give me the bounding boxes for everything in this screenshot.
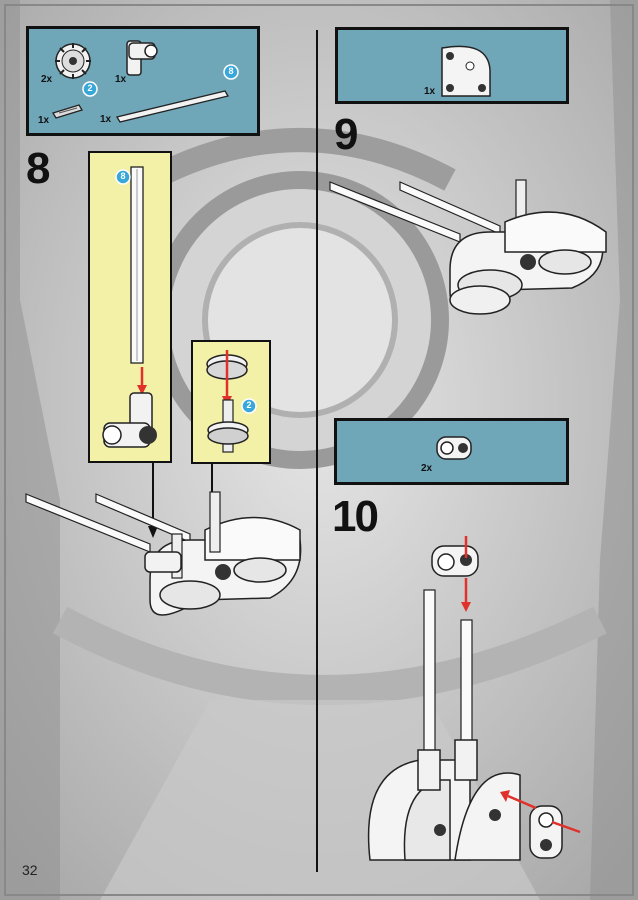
- page-number: 32: [22, 862, 38, 878]
- axle-8-icon: [115, 90, 230, 123]
- column-divider: [316, 30, 318, 872]
- step-8-callout-gear: 2: [191, 340, 271, 464]
- callout-gear-art: [206, 350, 257, 453]
- callout-length-badge-2: 2: [246, 400, 252, 410]
- step-9-number: 9: [334, 110, 359, 159]
- step-8-callout-axle: 8: [88, 151, 172, 463]
- qty-axle-2: 1x: [38, 115, 50, 126]
- quarter-round-beam-icon: [441, 45, 491, 97]
- qty-quarter-round-beam: 1x: [424, 86, 436, 97]
- qty-cross-block: 2x: [421, 463, 433, 474]
- cross-block-icon: [431, 545, 479, 577]
- gear-icon: [55, 43, 91, 79]
- angle-connector-icon: [102, 392, 157, 448]
- length-badge-axle-2: 2: [87, 83, 93, 93]
- step-8-parts-art: [52, 40, 230, 123]
- length-badge-axle-8: 8: [228, 66, 234, 76]
- step-9-parts-art: [441, 45, 491, 97]
- cross-block-icon: [436, 436, 472, 460]
- step-9-parts-panel: 1x: [335, 27, 569, 104]
- qty-axle-8: 1x: [100, 114, 112, 125]
- callout-length-badge-8: 8: [120, 171, 126, 181]
- cross-block-icon: [529, 805, 563, 859]
- step-8-parts-panel: 2x 1x 1x 1x 2 8: [26, 26, 260, 136]
- step-10-number: 10: [332, 492, 379, 541]
- step-10-parts-art: [436, 436, 472, 460]
- angle-connector-icon: [126, 40, 158, 76]
- length-badges: [82, 64, 239, 97]
- step-10-parts-panel: 2x: [334, 418, 569, 485]
- qty-angle-connector: 1x: [115, 74, 127, 85]
- qty-gear: 2x: [41, 74, 53, 85]
- callout-axle-art: [102, 166, 157, 448]
- axle-2-icon: [52, 104, 83, 119]
- step-8-number: 8: [26, 144, 51, 193]
